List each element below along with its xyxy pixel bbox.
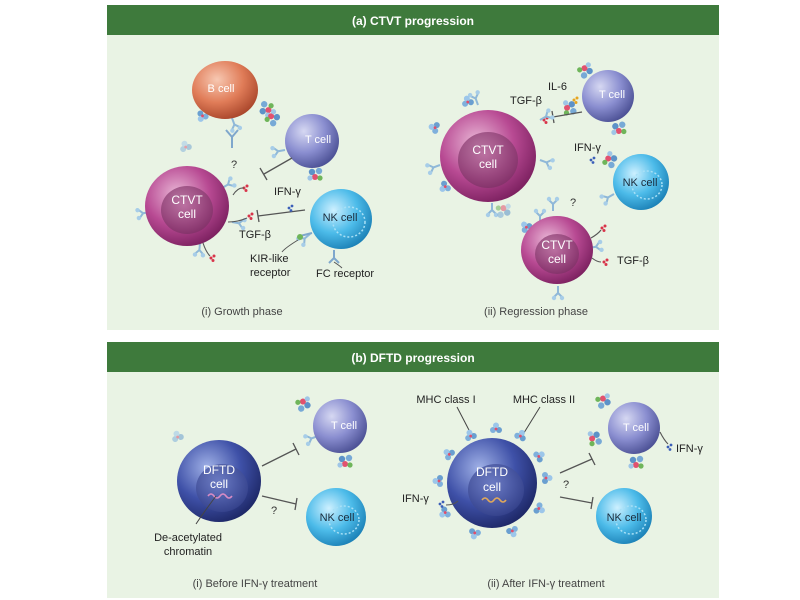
before-question-mark: ? <box>271 505 277 517</box>
chromatin-label-line2: chromatin <box>164 546 212 558</box>
before-caption: (i) Before IFN-γ treatment <box>193 578 318 590</box>
growth-ifn-label: IFN-γ <box>274 186 301 198</box>
nk-cell-label: NK cell <box>323 212 358 224</box>
ctvt-small-label-line1: CTVT <box>541 238 573 252</box>
growth-tgf-label: TGF-β <box>239 229 271 241</box>
dftd-label-line1: DFTD <box>203 463 235 477</box>
regression-tgf-bottom-label: TGF-β <box>617 255 649 267</box>
ctvt-small-label-line2: cell <box>548 252 566 266</box>
dftd-label-line1: DFTD <box>476 465 508 479</box>
growth-question-mark: ? <box>231 159 237 171</box>
fc-label: FC receptor <box>316 268 374 280</box>
regression-question-mark: ? <box>570 197 576 209</box>
mhc-class-i-label: MHC class I <box>416 394 475 406</box>
after-ifn-left-label: IFN-γ <box>402 493 429 505</box>
chromatin-label-line1: De-acetylated <box>154 532 222 544</box>
nk-cell-after: NK cell <box>596 488 652 544</box>
ctvt-label-line2: cell <box>178 207 196 221</box>
nk-cell-label: NK cell <box>607 512 642 524</box>
panel-b-header: (b) DFTD progression <box>351 351 474 365</box>
ctvt-large-label-line1: CTVT <box>472 143 504 157</box>
ctvt-label-line1: CTVT <box>171 193 203 207</box>
b-cell-label: B cell <box>208 83 235 95</box>
panel-b: (b) DFTD progression DFTD cell De-acetyl… <box>107 342 719 598</box>
nk-cell-label: NK cell <box>320 512 355 524</box>
dftd-label-line2: cell <box>483 480 501 494</box>
panel-a: (a) CTVT progression B cell <box>107 5 719 330</box>
after-ifn-right-label: IFN-γ <box>676 443 703 455</box>
kir-label-line1: KIR-like <box>250 253 289 265</box>
t-cell-label: T cell <box>331 420 357 432</box>
nk-cell-before: NK cell <box>306 488 366 546</box>
kir-label-line2: receptor <box>250 267 291 279</box>
nk-cell-label: NK cell <box>623 177 658 189</box>
ctvt-large-label-line2: cell <box>479 157 497 171</box>
growth-caption: (i) Growth phase <box>201 306 282 318</box>
t-cell-label: T cell <box>305 134 331 146</box>
dftd-cell-before: DFTD cell <box>177 440 261 522</box>
regression-caption: (ii) Regression phase <box>484 306 588 318</box>
t-cell-label: T cell <box>599 89 625 101</box>
after-question-mark: ? <box>563 479 569 491</box>
regression-tgf-top-label: TGF-β <box>510 95 542 107</box>
il6-label: IL-6 <box>548 81 567 93</box>
panel-a-header: (a) CTVT progression <box>352 14 474 28</box>
mhc-class-ii-label: MHC class II <box>513 394 575 406</box>
after-caption: (ii) After IFN-γ treatment <box>487 578 604 590</box>
regression-ifn-label: IFN-γ <box>574 142 601 154</box>
dftd-label-line2: cell <box>210 477 228 491</box>
t-cell-label: T cell <box>623 422 649 434</box>
